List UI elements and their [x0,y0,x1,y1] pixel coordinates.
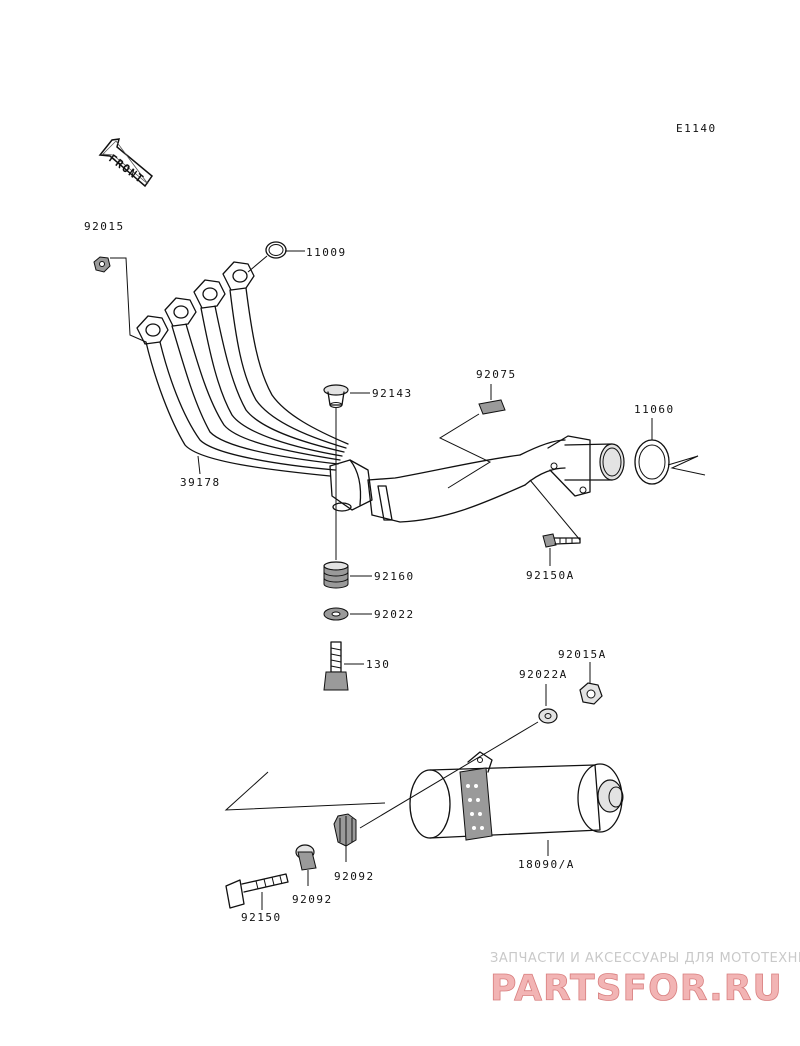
leader-92015 [110,257,147,343]
nut-92015A [579,682,603,705]
collar-92092-upper [333,813,357,847]
label-92015: 92015 [84,220,125,233]
exhaust-header-39178 [136,261,625,523]
gasket-11009 [265,241,287,259]
label-92150: 92150 [241,911,282,924]
washer-92022A [538,708,558,724]
label-92022: 92022 [374,608,415,621]
collar-92143 [323,384,349,408]
label-18090A: 18090/A [518,858,575,871]
watermark-logo: PARTSFOR.RU [490,968,783,1009]
label-92092a: 92092 [334,870,375,883]
label-92015A: 92015A [558,648,607,661]
damper-92160 [323,561,349,589]
label-92022A: 92022A [519,668,568,681]
label-11009: 11009 [306,246,347,259]
label-92160: 92160 [374,570,415,583]
bolt-92150 [225,873,289,909]
label-92150A: 92150A [526,569,575,582]
front-arrow-icon: FRONT [98,138,154,188]
bolt-92150A [542,533,581,548]
label-39178: 39178 [180,476,221,489]
watermark-tagline: ЗАПЧАСТИ И АКСЕССУАРЫ ДЛЯ МОТОТЕХНИКИ [490,951,800,966]
label-11060: 11060 [634,403,675,416]
pad-92075 [478,399,506,415]
muffler-18090A [409,751,624,841]
label-92092b: 92092 [292,893,333,906]
label-130: 130 [366,658,390,671]
bolt-130 [323,641,349,691]
gasket-11060 [634,439,670,485]
nut-92015 [93,256,111,273]
label-92075: 92075 [476,368,517,381]
diagram-code: E1140 [676,122,717,135]
collar-92092-lower [295,844,317,871]
label-92143: 92143 [372,387,413,400]
leader-39178 [197,455,201,475]
